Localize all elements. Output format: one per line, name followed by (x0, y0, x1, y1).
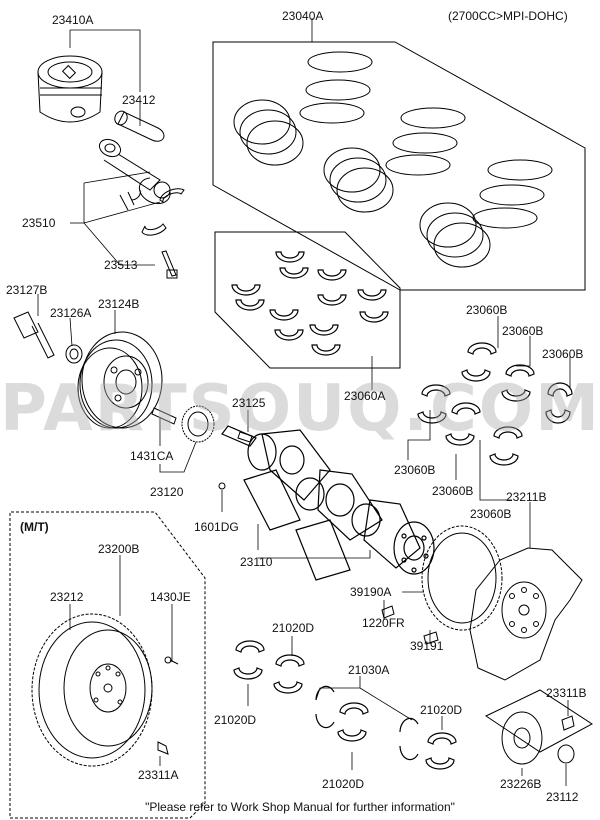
rod-bolt (161, 250, 178, 279)
rod-bearing-upper (159, 188, 185, 204)
part-label-23112[interactable]: 23112 (546, 790, 579, 804)
part-label-23060B-1[interactable]: 23060B (466, 303, 508, 317)
bearing-shells-set (231, 251, 389, 356)
piston-rings-middle (323, 107, 466, 213)
key-pin (151, 407, 177, 425)
part-label-21020D-1[interactable]: 21020D (272, 621, 315, 635)
flywheel (31, 613, 172, 767)
plate-bolt (381, 605, 395, 619)
main-bearings-right (417, 342, 573, 466)
part-label-23211B[interactable]: 23211B (506, 490, 547, 504)
spacer-bolt (561, 715, 575, 731)
mt-inset-title: (M/T) (20, 520, 49, 534)
crank-key (237, 431, 253, 443)
part-label-23226B[interactable]: 23226B (500, 777, 542, 791)
part-label-23124B[interactable]: 23124B (98, 297, 140, 311)
part-label-23510[interactable]: 23510 (22, 216, 56, 230)
bushing (557, 744, 575, 764)
part-label-39190A[interactable]: 39190A (350, 585, 392, 599)
footer-note: "Please refer to Work Shop Manual for fu… (145, 800, 455, 814)
engine-variant-label: (2700CC>MPI-DOHC) (448, 9, 568, 23)
crankshaft (221, 425, 435, 581)
part-label-1601DG[interactable]: 1601DG (194, 520, 239, 534)
part-label-23060B-6[interactable]: 23060B (470, 507, 512, 521)
flywheel-pin (169, 659, 179, 665)
part-label-23127B[interactable]: 23127B (6, 283, 48, 297)
part-label-23060B-3[interactable]: 23060B (542, 347, 584, 361)
part-label-23060A[interactable]: 23060A (344, 389, 386, 403)
piston-rings-top (233, 51, 373, 166)
part-label-23410A[interactable]: 23410A (52, 13, 94, 27)
part-label-39191[interactable]: 39191 (410, 639, 444, 653)
thrust-bearings (233, 640, 457, 770)
timing-sprocket (181, 405, 215, 443)
part-label-21020D-2[interactable]: 21020D (214, 713, 257, 727)
part-label-23120[interactable]: 23120 (150, 485, 184, 499)
connecting-rod (98, 138, 171, 211)
part-label-21030A[interactable]: 21030A (348, 663, 390, 677)
plate-bolt-2 (423, 631, 439, 645)
spacer-plate (501, 711, 543, 765)
drive-plate (469, 547, 583, 681)
pulley-bolt (13, 311, 55, 359)
part-label-23311A[interactable]: 23311A (138, 768, 179, 782)
part-label-23126A[interactable]: 23126A (50, 306, 92, 320)
rod-bearing-lower (141, 223, 167, 236)
piston-ring-box (212, 41, 586, 291)
part-label-23513[interactable]: 23513 (104, 258, 138, 272)
part-label-1430JE[interactable]: 1430JE (150, 590, 191, 604)
mt-inset-border (9, 511, 206, 819)
leader-lines (37, 18, 571, 786)
part-label-23060B-2[interactable]: 23060B (502, 324, 544, 338)
flywheel-bolt (157, 741, 169, 755)
spacer-box (484, 689, 593, 753)
part-label-23311B[interactable]: 23311B (546, 686, 587, 700)
part-label-21020D-3[interactable]: 21020D (420, 703, 463, 717)
part-label-1431CA[interactable]: 1431CA (130, 449, 174, 463)
piston-rings-bottom (419, 159, 553, 268)
ring-gear (421, 525, 503, 631)
bearing-box (214, 231, 401, 369)
piston-pin (114, 110, 165, 142)
piston (37, 55, 103, 123)
part-label-23060B-4[interactable]: 23060B (394, 463, 436, 477)
part-label-23060B-5[interactable]: 23060B (432, 484, 474, 498)
part-label-23125[interactable]: 23125 (232, 396, 266, 410)
part-label-23200B[interactable]: 23200B (98, 542, 140, 556)
part-label-21020D-4[interactable]: 21020D (322, 777, 365, 791)
part-label-23412[interactable]: 23412 (122, 93, 156, 107)
part-label-1220FR[interactable]: 1220FR (362, 616, 405, 630)
part-label-23212[interactable]: 23212 (50, 590, 84, 604)
part-label-23110[interactable]: 23110 (240, 555, 273, 569)
part-label-23040A[interactable]: 23040A (282, 9, 324, 23)
crank-pulley (77, 331, 163, 429)
dowel-pin (218, 482, 226, 490)
pulley-washer (65, 344, 83, 364)
